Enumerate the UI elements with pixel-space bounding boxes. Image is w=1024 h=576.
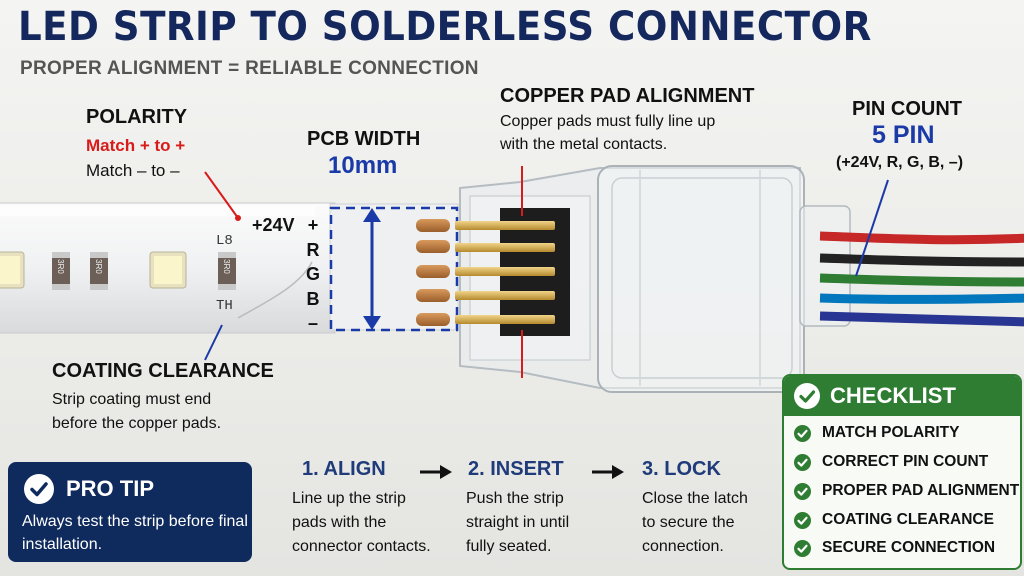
pad-label-minus: – [307, 313, 318, 333]
check-circle-icon [794, 425, 811, 442]
pro-tip-heading: PRO TIP [66, 476, 155, 501]
step-1-title: 1. ALIGN [302, 458, 386, 480]
step-1-line-3: connector contacts. [292, 538, 431, 555]
chip-mark-top: L8 [216, 233, 233, 249]
arrow-right-icon [420, 465, 452, 479]
led-chip-1 [0, 251, 25, 289]
resistor-code-3: 3R0 [221, 259, 231, 274]
step-3-line-3: connection. [642, 538, 724, 555]
pro-tip-box: PRO TIP Always test the strip before fin… [8, 462, 252, 562]
pad-label-r: R [306, 239, 320, 260]
page-subtitle: PROPER ALIGNMENT = RELIABLE CONNECTION [20, 58, 479, 79]
arrow-right-icon [592, 465, 624, 479]
checklist-item-label: MATCH POLARITY [822, 424, 960, 441]
pad-label-g: G [305, 264, 320, 284]
pad-label-b: B [306, 288, 320, 309]
checklist-item-label: COATING CLEARANCE [822, 511, 994, 528]
step-3-line-1: Close the latch [642, 490, 748, 507]
copper-pad-line-2: with the metal contacts. [500, 136, 668, 153]
polarity-line-2: Match – to – [86, 161, 180, 180]
pin-count-value: 5 PIN [872, 121, 935, 149]
pin-count-heading: PIN COUNT [852, 98, 962, 120]
check-circle-icon [794, 383, 820, 409]
resistor-code-1: 3R0 [55, 259, 65, 274]
check-circle-icon [794, 540, 811, 557]
step-2-line-1: Push the strip [466, 490, 564, 507]
coating-line-1: Strip coating must end [52, 391, 212, 408]
led-chip-2 [149, 251, 187, 289]
coating-heading: COATING CLEARANCE [52, 360, 274, 382]
chip-mark-bottom: TH [216, 298, 233, 314]
pcb-width-heading: PCB WIDTH [307, 128, 421, 150]
pad-label-plus: + [307, 215, 319, 235]
step-1-description: Line up the strip pads with the connecto… [292, 487, 431, 559]
metal-contacts [455, 208, 570, 336]
resistor-3 [218, 252, 236, 290]
step-1-line-2: pads with the [292, 514, 387, 531]
resistor-2 [90, 252, 108, 290]
step-3-line-2: to secure the [642, 514, 735, 531]
step-2-line-3: fully seated. [466, 538, 552, 555]
checklist-box: CHECKLIST MATCH POLARITY CORRECT PIN COU… [782, 374, 1022, 570]
copper-pad-line-1: Copper pads must fully line up [500, 113, 716, 130]
checklist-header: CHECKLIST [784, 376, 1020, 416]
polarity-heading: POLARITY [86, 106, 188, 128]
pad-labels: + R G B – [303, 213, 323, 336]
strip-copper-pads [416, 219, 450, 326]
check-circle-icon [794, 483, 811, 500]
coating-leader [204, 324, 223, 361]
checklist-item-label: PROPER PAD ALIGNMENT [822, 482, 1020, 499]
pin-count-leader [855, 179, 889, 277]
check-circle-icon [794, 512, 811, 529]
step-2-description: Push the strip straight in until fully s… [466, 487, 569, 559]
resistor-1 [52, 252, 70, 290]
step-3-title: 3. LOCK [642, 458, 721, 480]
pcb-width-value: 10mm [328, 152, 398, 179]
checklist-item-label: CORRECT PIN COUNT [822, 453, 989, 470]
check-circle-icon [24, 474, 54, 504]
step-2-line-2: straight in until [466, 514, 570, 531]
step-1-line-1: Line up the strip [292, 490, 406, 507]
wires [819, 231, 1024, 327]
step-2-title: 2. INSERT [468, 458, 564, 480]
step-3-description: Close the latch to secure the connection… [642, 487, 748, 559]
pin-count-detail: (+24V, R, G, B, –) [836, 154, 964, 171]
polarity-line-1: Match + to + [86, 136, 186, 155]
voltage-label: +24V [252, 215, 295, 235]
coating-line-2: before the copper pads. [52, 415, 222, 432]
copper-pad-heading: COPPER PAD ALIGNMENT [500, 85, 755, 107]
led-strip [0, 202, 459, 334]
pro-tip-text: Always test the strip before final insta… [22, 513, 248, 553]
checklist-heading: CHECKLIST [830, 383, 956, 408]
page-title: LED STRIP TO SOLDERLESS CONNECTOR [18, 4, 872, 50]
resistor-code-2: 3R0 [93, 259, 103, 274]
check-circle-icon [794, 454, 811, 471]
checklist-item-label: SECURE CONNECTION [822, 539, 996, 556]
polarity-leader [204, 171, 239, 219]
